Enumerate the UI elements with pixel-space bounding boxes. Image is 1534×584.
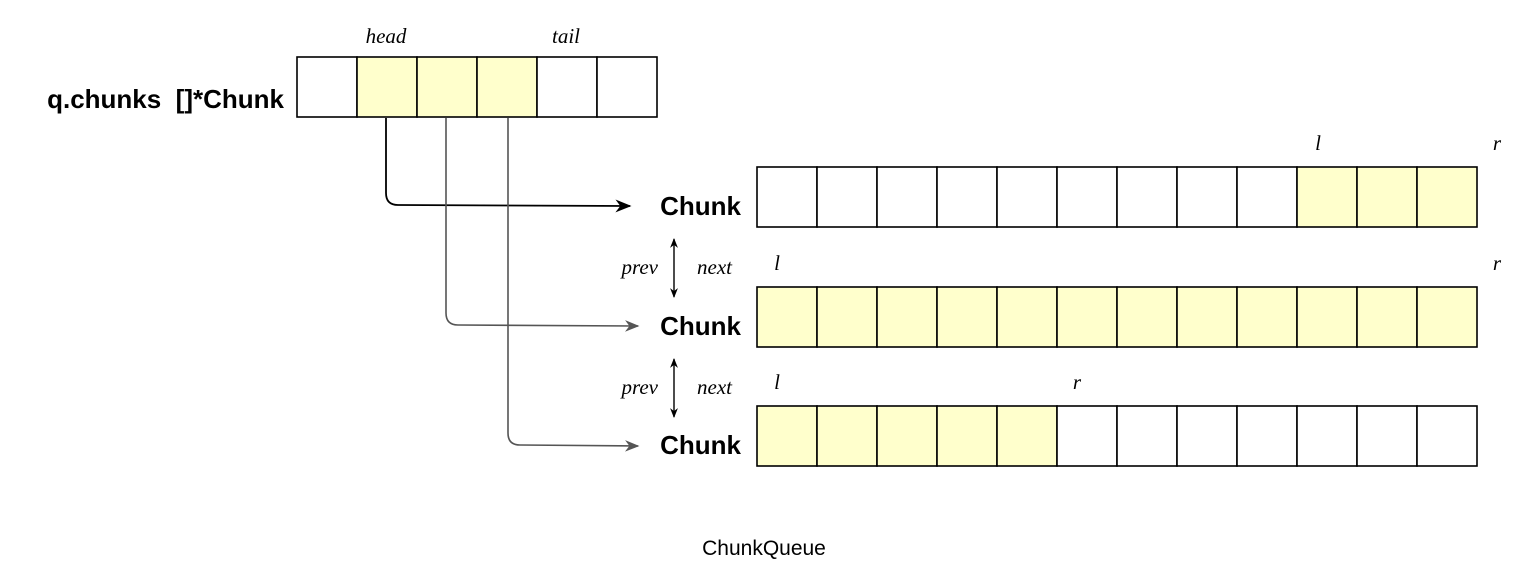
chunk-slot: [876, 166, 938, 228]
chunk-slot: [936, 166, 998, 228]
r-index-label: r: [1493, 251, 1502, 275]
diagram-caption: ChunkQueue: [702, 537, 826, 560]
chunk-slot: [996, 286, 1058, 348]
chunk-slot: [1176, 286, 1238, 348]
chunk-slot: [996, 405, 1058, 467]
tail-label: tail: [552, 24, 580, 48]
chunk-slot: [1416, 405, 1478, 467]
chunk-slot: [1056, 166, 1118, 228]
chunk-label: Chunk: [660, 311, 741, 341]
chunk-row-3: Chunk l r: [660, 370, 1478, 467]
chunk-slot: [1356, 166, 1418, 228]
chunk-label: Chunk: [660, 191, 741, 221]
chunk-slot: [876, 405, 938, 467]
prev-label: prev: [619, 255, 658, 279]
queue-slot: [416, 56, 478, 118]
queue-slot: [296, 56, 358, 118]
tail-pointer-arrow: [507, 118, 640, 452]
head-label: head: [366, 24, 407, 48]
chunk-slot: [1116, 166, 1178, 228]
chunk-slot: [1056, 405, 1118, 467]
chunk-link-1: prev next: [619, 238, 733, 298]
chunk-slot: [1356, 405, 1418, 467]
chunk-slot: [1236, 405, 1298, 467]
chunk-slot: [936, 286, 998, 348]
queue-slot: [536, 56, 598, 118]
chunk-slot: [816, 286, 878, 348]
chunk-slot: [756, 286, 818, 348]
chunk-slot: [996, 166, 1058, 228]
next-label: next: [697, 375, 733, 399]
chunk-slot: [1296, 405, 1358, 467]
chunk-label: Chunk: [660, 430, 741, 460]
l-index-label: l: [774, 370, 780, 394]
chunk-row-2: Chunk l r: [660, 251, 1502, 348]
queue-slot: [356, 56, 418, 118]
chunk-slot: [756, 166, 818, 228]
chunk-slot: [1416, 286, 1478, 348]
queue-slot: [596, 56, 658, 118]
middle-pointer-arrow: [445, 118, 640, 332]
r-index-label: r: [1493, 131, 1502, 155]
chunk-slot: [1116, 286, 1178, 348]
chunk-slot: [1116, 405, 1178, 467]
chunk-slot: [816, 405, 878, 467]
l-index-label: l: [774, 251, 780, 275]
prev-label: prev: [619, 375, 658, 399]
chunk-slot: [936, 405, 998, 467]
chunk-slot: [876, 286, 938, 348]
chunk-slot: [1236, 166, 1298, 228]
chunk-slot: [1176, 166, 1238, 228]
l-index-label: l: [1315, 131, 1321, 155]
chunk-slot: [1296, 286, 1358, 348]
chunk-slot: [1416, 166, 1478, 228]
chunk-row-1: Chunk l r: [660, 131, 1502, 228]
chunk-slot: [1296, 166, 1358, 228]
next-label: next: [697, 255, 733, 279]
chunk-slot: [816, 166, 878, 228]
r-index-label: r: [1073, 370, 1082, 394]
chunk-slot: [1056, 286, 1118, 348]
chunk-slot: [756, 405, 818, 467]
chunk-slot: [1176, 405, 1238, 467]
chunk-link-2: prev next: [619, 358, 733, 418]
head-pointer-arrow: [385, 118, 632, 213]
chunk-slot: [1236, 286, 1298, 348]
queue-label: q.chunks []*Chunk: [47, 84, 284, 114]
chunk-slot: [1356, 286, 1418, 348]
queue-array: [296, 56, 658, 118]
queue-slot: [476, 56, 538, 118]
